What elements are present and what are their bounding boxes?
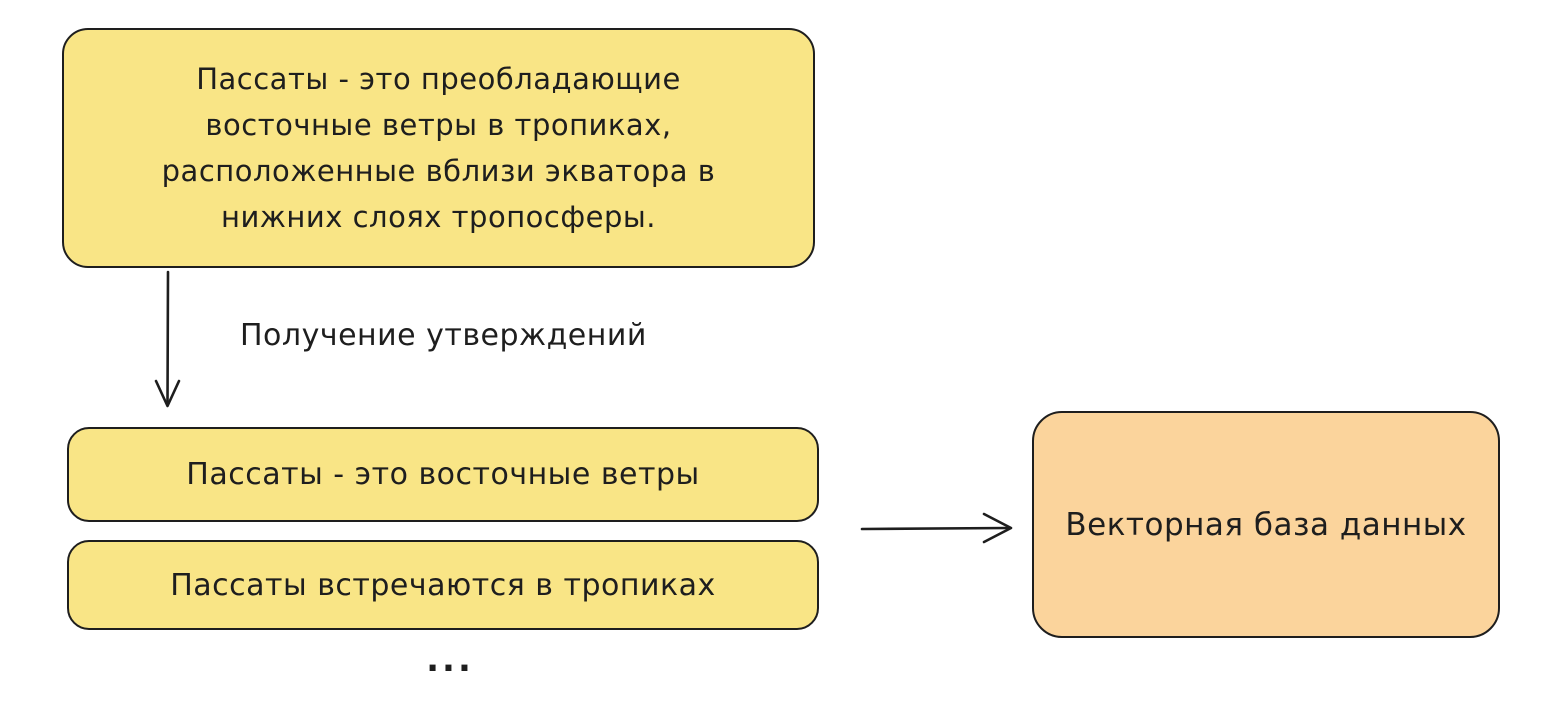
node-statement-1: Пассаты - это восточные ветры: [67, 427, 819, 522]
extract-statements-edge-label: Получение утверждений: [240, 318, 647, 353]
right-arrow: [860, 512, 1013, 544]
node-source-text: Пассаты - это преобладающие восточные ве…: [62, 28, 815, 268]
statement-2-label: Пассаты встречаются в тропиках: [170, 567, 716, 603]
down-arrow: [154, 270, 181, 408]
vector-database-label: Векторная база данных: [1065, 506, 1467, 543]
source-text-label: Пассаты - это преобладающие восточные ве…: [161, 62, 716, 234]
statement-1-label: Пассаты - это восточные ветры: [186, 457, 700, 492]
more-statements-ellipsis: ...: [426, 640, 474, 680]
node-statement-2: Пассаты встречаются в тропиках: [67, 540, 819, 630]
node-vector-database: Векторная база данных: [1032, 411, 1500, 638]
